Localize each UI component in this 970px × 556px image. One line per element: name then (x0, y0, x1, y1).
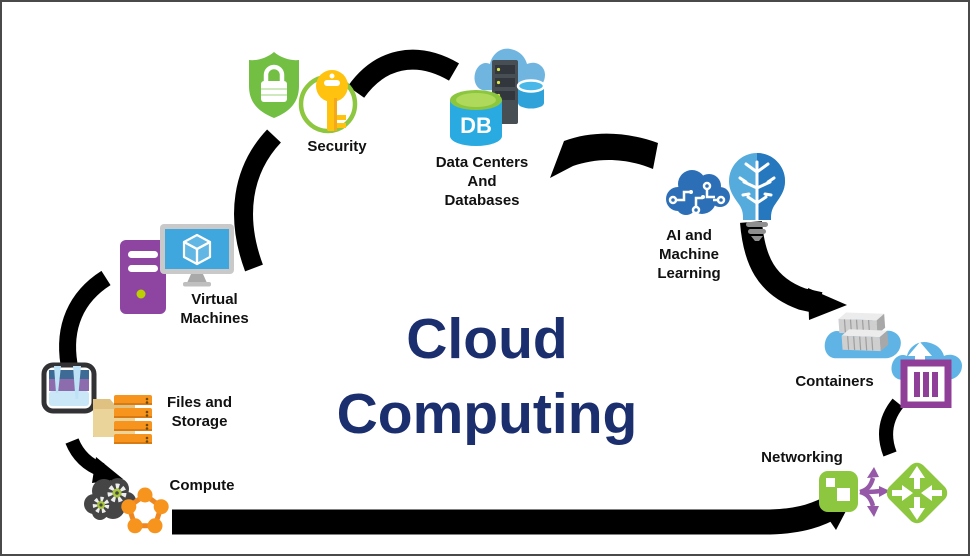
gear-icon (107, 483, 127, 503)
arrow-security-to-datacenters (347, 49, 460, 99)
arrow-compute-to-networking (172, 492, 845, 535)
arrow-containers-to-networking (879, 398, 904, 457)
db-label: DB (460, 113, 492, 138)
server-stack-icon (114, 395, 152, 444)
datacenters-label: Data Centers And Databases (435, 154, 529, 209)
arrowhead-containers (808, 288, 847, 320)
lightbulb-brain-icon (729, 153, 785, 241)
security-label: Security (307, 138, 367, 155)
subnet-share-icon (819, 467, 890, 517)
cloud-server-icon: DB (450, 48, 546, 146)
networking-label: Networking (761, 449, 843, 466)
compute-label: Compute (169, 477, 235, 494)
containers-label: Containers (795, 373, 874, 390)
arrow-ai-to-containers (740, 220, 823, 314)
cloud-upload-container-icon (891, 341, 962, 408)
monitor-cube-icon (160, 224, 234, 287)
circuit-brain-icon (666, 170, 730, 215)
arrow-vm-to-security (234, 129, 282, 272)
shield-lock-icon (249, 52, 299, 118)
arrow-storage-to-vm (59, 270, 111, 366)
page-title: Cloud Computing (336, 307, 638, 446)
upload-arrow-icon (908, 342, 932, 370)
folder-servers-icon (93, 395, 152, 444)
cube-icon (182, 233, 212, 266)
router-icon (886, 462, 948, 524)
files-storage-label: Files and Storage (166, 394, 233, 430)
server-tower-icon (120, 240, 166, 314)
key-icon (298, 70, 358, 134)
arrow-datacenters-to-ai (550, 133, 658, 178)
arrowhead-compute (92, 457, 123, 483)
virtual-machines-label: Virtual Machines (180, 291, 249, 327)
node-network-icon (121, 487, 169, 534)
ai-ml-label: AI and Machine Learning (657, 227, 721, 282)
gear-icon (92, 496, 110, 514)
storage-drawer-icon (41, 362, 97, 414)
database-cylinder-icon (450, 100, 502, 146)
cloud-containers-icon (824, 312, 901, 359)
